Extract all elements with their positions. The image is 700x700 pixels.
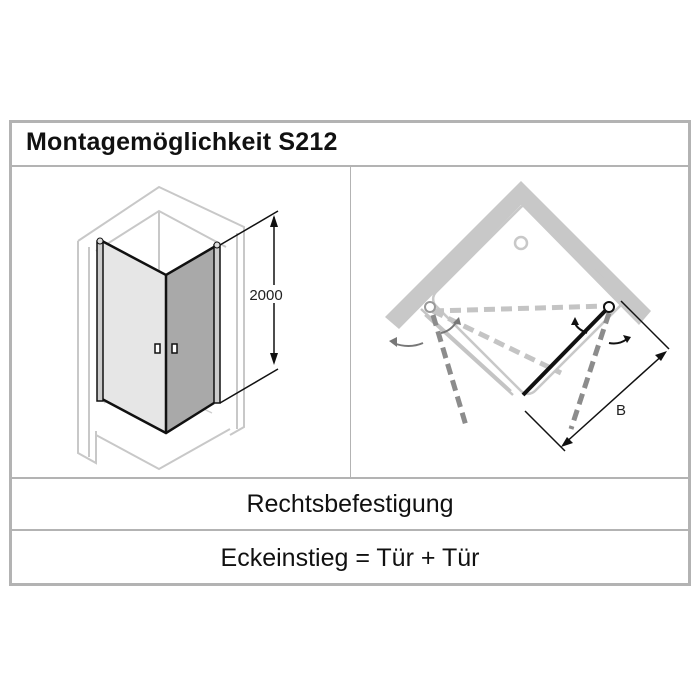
isometric-view-cell: 2000 bbox=[12, 167, 351, 477]
isometric-shower-drawing: 2000 bbox=[77, 185, 284, 471]
height-dimension-label: 2000 bbox=[249, 287, 282, 304]
installation-option-table: Montagemöglichkeit S212 bbox=[9, 120, 691, 586]
top-view-cell: B bbox=[351, 167, 688, 477]
entry-type-row: Eckeinstieg = Tür + Tür bbox=[12, 529, 688, 585]
title-band: Montagemöglichkeit S212 bbox=[12, 123, 688, 167]
top-view-drawing: B bbox=[385, 181, 670, 452]
mounting-side-row: Rechtsbefestigung bbox=[12, 477, 688, 530]
width-dimension-label: B bbox=[616, 402, 626, 419]
page-title: Montagemöglichkeit S212 bbox=[26, 128, 338, 156]
